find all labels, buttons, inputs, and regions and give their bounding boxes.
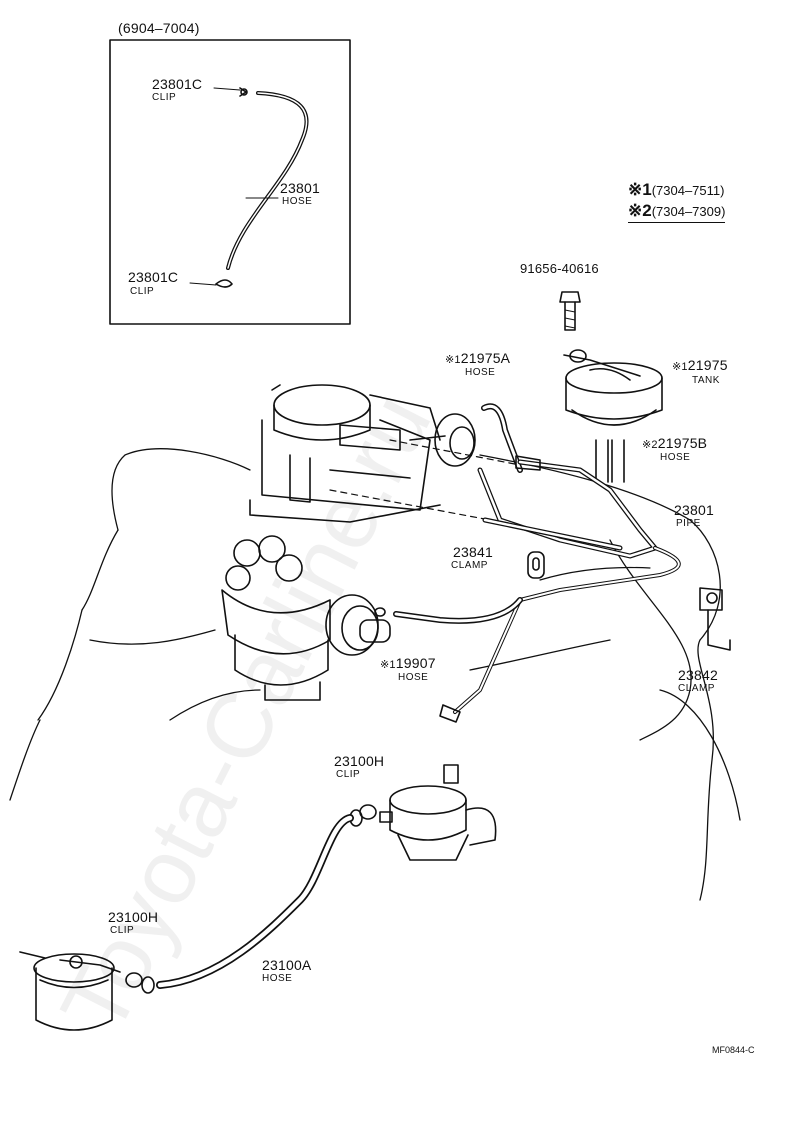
- pipe-name: PIPE: [676, 518, 701, 529]
- hose-19907-num: 19907: [395, 655, 436, 671]
- tank-label: ※121975: [672, 358, 728, 373]
- clamp-23842-name: CLAMP: [678, 683, 715, 694]
- carb-diaphragm: [409, 413, 476, 467]
- inset-clip-top-name: CLIP: [152, 92, 177, 103]
- hose-21975b-num: 21975B: [657, 435, 708, 451]
- note-1-range: (7304–7511): [651, 183, 725, 198]
- bolt-num: 91656-40616: [520, 261, 599, 276]
- hose-23100a: [156, 814, 354, 989]
- fuel-pump: [379, 764, 497, 861]
- hose-23100a-name: HOSE: [262, 973, 293, 984]
- vacuum-tank: [563, 349, 663, 426]
- inset-hose-23801: [226, 91, 309, 270]
- clamp-23842-num: 23842: [678, 667, 718, 683]
- inset-hose-num: 23801: [280, 180, 320, 196]
- inset-clip-top-num: 23801C: [152, 76, 203, 92]
- note-1: ※1(7304–7511): [628, 181, 724, 198]
- hose-21975a-num: 21975A: [460, 350, 511, 366]
- clamp-23841-num: 23841: [453, 544, 493, 560]
- hose-21975b-name: HOSE: [660, 452, 691, 463]
- hose-21975b: [595, 439, 625, 483]
- inset-clip-bottom-name: CLIP: [130, 286, 155, 297]
- tank-mark: ※1: [672, 361, 688, 373]
- clip-bottom-num: 23100H: [108, 909, 159, 925]
- inset-clip-top: [239, 87, 248, 97]
- inset-clip-bottom-num: 23801C: [128, 269, 179, 285]
- note-1-mark: ※1: [628, 180, 652, 199]
- pipe-23801: [453, 459, 681, 714]
- hose-19907: [393, 597, 523, 624]
- clamp-23841-name: CLAMP: [451, 560, 488, 571]
- inset-clip-bottom: [215, 279, 233, 288]
- clip-23100h-bottom: [125, 972, 155, 994]
- clip-23100h-top: [349, 804, 377, 827]
- hose-19907-label: ※119907: [380, 656, 436, 671]
- note-2-range: (7304–7309): [651, 204, 726, 219]
- figure-code: MF0844-C: [712, 1045, 755, 1055]
- inset-hose-name: HOSE: [282, 196, 313, 207]
- hose-21975a: [481, 403, 523, 473]
- hose-21975a-label: ※121975A: [445, 351, 510, 366]
- clip-bottom-name: CLIP: [110, 925, 135, 936]
- clamp-23841: [527, 551, 545, 579]
- tank-num: 21975: [687, 357, 728, 373]
- hose-19907-mark: ※1: [380, 659, 396, 671]
- bolt-91656: [559, 291, 581, 331]
- pipe-fitting: [439, 455, 541, 723]
- clip-top-num: 23100H: [334, 753, 385, 769]
- inset-frame: [109, 39, 351, 325]
- pipe-num: 23801: [674, 502, 714, 518]
- engine-outline: [9, 448, 741, 901]
- tank-name: TANK: [692, 375, 720, 386]
- hose-19907-name: HOSE: [398, 672, 429, 683]
- note-2: ※2(7304–7309): [628, 201, 726, 223]
- hose-21975b-label: ※221975B: [642, 436, 707, 451]
- hose-23100a-num: 23100A: [262, 957, 312, 973]
- clamp-23842: [699, 587, 731, 651]
- hose-21975a-name: HOSE: [465, 367, 496, 378]
- fuel-filter: [19, 951, 121, 1031]
- note-2-mark: ※2: [628, 201, 652, 220]
- inset-range-label: (6904–7004): [118, 20, 200, 36]
- distributor: [221, 535, 391, 701]
- carburetor: [249, 384, 441, 523]
- hose-21975a-mark: ※1: [445, 354, 461, 366]
- clip-top-name: CLIP: [336, 769, 361, 780]
- hose-21975b-mark: ※2: [642, 439, 658, 451]
- dashed-lines: [329, 439, 521, 521]
